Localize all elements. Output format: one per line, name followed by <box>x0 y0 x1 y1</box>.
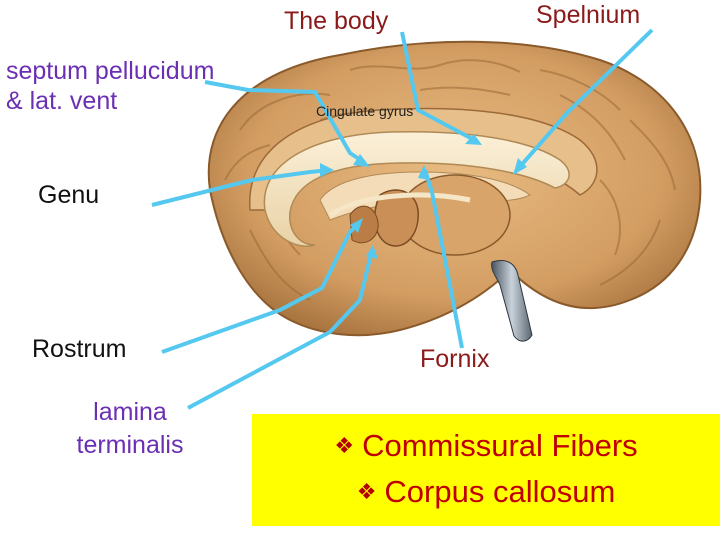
fornix <box>328 192 471 218</box>
label-septum-line2: & lat. vent <box>6 87 118 115</box>
box-line-commissural-fibers: ❖ Commissural Fibers <box>252 428 720 464</box>
arrowhead-fornix <box>418 165 430 180</box>
corpus-callosum <box>263 131 570 247</box>
diamond-bullet-icon: ❖ <box>334 433 355 458</box>
pointer-splenium <box>515 28 654 172</box>
brainstem <box>491 260 533 342</box>
label-lamina-line1: lamina <box>93 398 167 426</box>
pointer-lamina <box>187 249 374 410</box>
diamond-bullet-icon: ❖ <box>356 479 377 504</box>
box-line2-text: Corpus callosum <box>384 474 616 509</box>
arrowhead-rostrum <box>350 218 363 233</box>
arrowheads <box>320 134 527 259</box>
commissural-fibers-box: ❖ Commissural Fibers ❖ Corpus callosum <box>252 414 720 526</box>
box-line-corpus-callosum: ❖ Corpus callosum <box>252 474 720 510</box>
pointer-body <box>400 31 479 144</box>
label-splenium: Spelnium <box>536 1 641 29</box>
pointer-lines <box>151 28 654 410</box>
pointer-rostrum <box>161 220 362 354</box>
label-fornix: Fornix <box>420 345 490 373</box>
optic-region <box>349 205 379 244</box>
arrowhead-lamina <box>366 245 378 259</box>
arrowhead-splenium <box>513 158 527 175</box>
label-septum-line1: septum pellucidum <box>6 57 215 85</box>
label-lamina-terminalis: lamina terminalis <box>56 396 204 462</box>
label-genu: Genu <box>38 181 100 209</box>
arrowhead-body <box>465 134 482 145</box>
box-line1-text: Commissural Fibers <box>362 428 638 463</box>
arrowhead-genu <box>320 163 334 177</box>
label-lamina-line2: terminalis <box>76 431 184 459</box>
label-rostrum: Rostrum <box>32 335 127 363</box>
label-cingulate-gyrus: Cingulate gyrus <box>316 103 414 119</box>
label-septum-pellucidum: septum pellucidum & lat. vent <box>6 56 214 116</box>
arrowhead-septum <box>353 154 370 167</box>
pointer-septum <box>204 80 367 165</box>
label-the-body: The body <box>284 7 389 35</box>
